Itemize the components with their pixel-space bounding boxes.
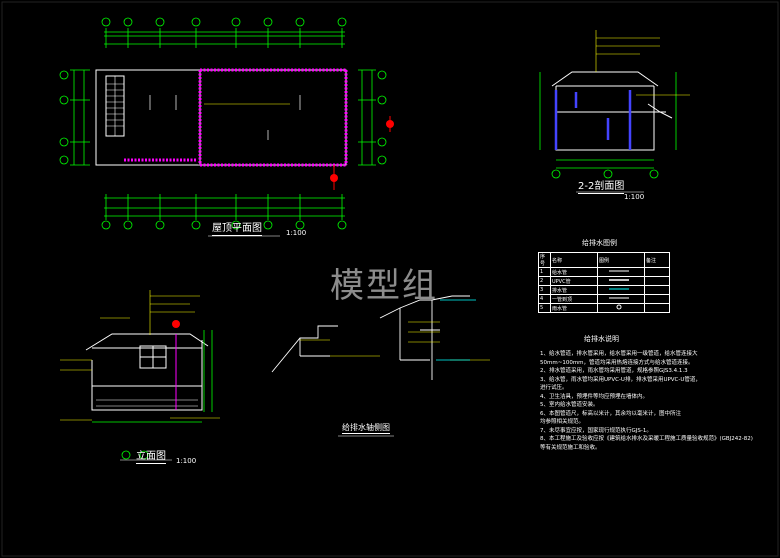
legend-remark bbox=[644, 303, 670, 313]
legend-name: 雨水管 bbox=[550, 303, 598, 313]
legend-table: 序号 名称 图例 备注 1 给水管 2 UPVC管 3 排水管 4 一管到顶 bbox=[538, 252, 670, 313]
axonometric-title: 给排水轴侧图 bbox=[342, 423, 390, 434]
legend-symbol bbox=[597, 294, 645, 304]
legend-remark bbox=[644, 267, 670, 277]
legend-header-name: 名称 bbox=[550, 252, 598, 268]
legend-no: 1 bbox=[538, 267, 551, 277]
legend-row: 5 雨水管 bbox=[538, 303, 670, 313]
legend-symbol bbox=[597, 276, 645, 286]
elevation-scale: 1:100 bbox=[176, 457, 197, 465]
note-line: 50mm~100mm，管道均采用热熔连接方式与给水管道连接。 bbox=[540, 359, 694, 366]
section-title: 2-2剖面图 bbox=[578, 181, 625, 194]
legend-header-no: 序号 bbox=[538, 252, 551, 268]
note-line: 进行试压。 bbox=[540, 385, 568, 391]
note-line: 2、排水管道采用，雨水管均采用管道，规格参照GJS3.4.1.3 bbox=[540, 368, 688, 374]
legend-no: 3 bbox=[538, 285, 551, 295]
legend-remark bbox=[644, 294, 670, 304]
watermark: 模型组 bbox=[330, 266, 438, 306]
legend-name: 给水管 bbox=[550, 267, 598, 277]
legend-row: 2 UPVC管 bbox=[538, 276, 670, 286]
legend-header-symbol: 图例 bbox=[597, 252, 645, 268]
legend-row: 3 排水管 bbox=[538, 285, 670, 295]
roof-plan-scale: 1:100 bbox=[286, 229, 307, 237]
legend-symbol bbox=[597, 303, 645, 313]
notes-block: 1、给水管道，排水管采用，给水管采用一级管道，给水管连接大 50mm~100mm… bbox=[540, 350, 753, 452]
legend-remark bbox=[644, 276, 670, 286]
note-line: 5、室内给水管道安装。 bbox=[540, 402, 599, 408]
note-line: 6、本图管道尺，标高以米计，其余均以毫米计，图中所注 bbox=[540, 410, 682, 417]
legend-row: 1 给水管 bbox=[538, 267, 670, 277]
note-line: 3、给水管，雨水管均采用UPVC-U排，排水管采用UPVC-U管道， bbox=[540, 376, 701, 383]
note-line: 等有关规范施工和验收。 bbox=[540, 444, 601, 451]
legend-header-remark: 备注 bbox=[644, 252, 670, 268]
legend-symbol bbox=[597, 267, 645, 277]
legend-name: 排水管 bbox=[550, 285, 598, 295]
legend-no: 2 bbox=[538, 276, 551, 286]
elevation-title: 立面图 bbox=[136, 451, 166, 464]
note-line: 4、卫生洁具，预埋件等均应预埋在墙体内。 bbox=[540, 393, 649, 400]
legend-no: 5 bbox=[538, 303, 551, 313]
legend-title: 给排水图例 bbox=[582, 239, 617, 247]
legend-symbol bbox=[597, 285, 645, 295]
legend-name: 一管到顶 bbox=[550, 294, 598, 304]
note-line: 7、未尽事宜应按，国家现行规范执行GJS-1。 bbox=[540, 427, 652, 434]
roof-plan-title: 屋顶平面图 bbox=[212, 223, 262, 236]
legend-no: 4 bbox=[538, 294, 551, 304]
notes-title: 给排水说明 bbox=[584, 335, 619, 343]
legend-remark bbox=[644, 285, 670, 295]
legend-row: 4 一管到顶 bbox=[538, 294, 670, 304]
note-line: 均参照相关规范。 bbox=[540, 419, 585, 425]
note-line: 1、给水管道，排水管采用，给水管采用一级管道，给水管连接大 bbox=[540, 351, 698, 357]
note-line: 8、本工程施工及验收应按《建筑给水排水及采暖工程施工质量验收规范》(GBJ242… bbox=[540, 436, 753, 442]
legend-name: UPVC管 bbox=[550, 276, 598, 286]
legend-header-row: 序号 名称 图例 备注 bbox=[538, 252, 670, 268]
section-scale: 1:100 bbox=[624, 193, 645, 201]
